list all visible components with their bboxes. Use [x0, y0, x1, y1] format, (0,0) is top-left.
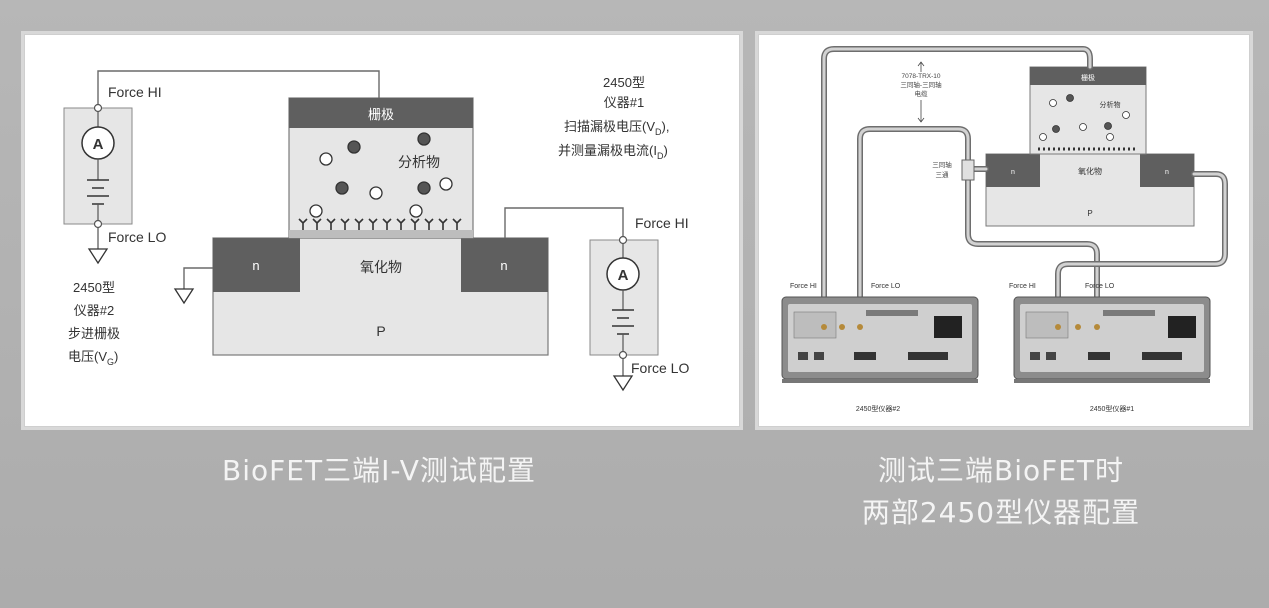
- device-p-label: P: [1087, 209, 1092, 218]
- instrument-1-source-meter: [589, 235, 659, 360]
- inst2-force-hi-label: Force HI: [790, 283, 817, 290]
- left-caption: BioFET三端I-V测试配置: [222, 454, 536, 487]
- svg-text:三通: 三通: [936, 170, 950, 179]
- two-instrument-setup-panel: P n n 氧化物 栅极 分析物 7078-TRX-10 三同轴-三同轴 电缆 …: [755, 31, 1253, 430]
- wiring: [97, 70, 624, 376]
- n-left-label: n: [252, 258, 259, 273]
- device-n-right-label: n: [1165, 169, 1169, 176]
- right-caption: 测试三端BioFET时 两部2450型仪器配置: [755, 450, 1247, 534]
- svg-text:三同轴: 三同轴: [932, 160, 952, 169]
- ground-icon: [87, 248, 634, 392]
- instrument-2-unit: [781, 296, 979, 383]
- force-lo-left-label: Force LO: [108, 229, 166, 245]
- gate-label: 栅极: [368, 107, 394, 122]
- force-hi-left-label: Force HI: [108, 84, 162, 100]
- device-analyte-label: 分析物: [1100, 100, 1121, 109]
- device-n-left-label: n: [1011, 169, 1015, 176]
- analyte-molecules: [309, 132, 453, 218]
- device-oxide-label: 氧化物: [1078, 166, 1102, 176]
- instrument-2-source-meter: [63, 103, 133, 229]
- ammeter-right-symbol: A: [618, 267, 629, 284]
- gate-electrode: [289, 98, 473, 128]
- force-lo-right-label: Force LO: [631, 360, 689, 376]
- svg-text:步进栅极: 步进栅极: [68, 326, 120, 341]
- device-n-right: [1140, 154, 1194, 187]
- inst2-name-label: 2450型仪器#2: [856, 404, 900, 413]
- svg-text:扫描漏极电压(VD),: 扫描漏极电压(VD),: [564, 119, 669, 137]
- instrument-1-unit: [1013, 296, 1211, 383]
- device-gate-label: 栅极: [1081, 73, 1095, 82]
- force-hi-right-label: Force HI: [635, 215, 689, 231]
- right-caption-line-2: 两部2450型仪器配置: [861, 496, 1141, 529]
- n-region-right: [461, 238, 548, 292]
- inst2-force-lo-label: Force LO: [871, 283, 901, 290]
- svg-text:7078-TRX-10: 7078-TRX-10: [901, 73, 940, 80]
- svg-text:2450型: 2450型: [73, 280, 115, 295]
- receptor-array: [298, 218, 462, 230]
- device-gate: [1030, 67, 1146, 85]
- triax-cables: [821, 46, 1228, 330]
- biofet-iv-diagram-panel: P n n 氧化物 栅极 分析物: [21, 31, 743, 430]
- instrument-1-annotation: 2450型 仪器#1 扫描漏极电压(VD), 并测量漏极电流(ID): [558, 75, 669, 161]
- svg-text:2450型: 2450型: [603, 75, 645, 90]
- biofet-iv-diagram: P n n 氧化物 栅极 分析物: [63, 70, 689, 392]
- svg-text:仪器#2: 仪器#2: [74, 303, 114, 318]
- analyte-label: 分析物: [398, 154, 440, 170]
- svg-text:电压(VG): 电压(VG): [68, 349, 118, 367]
- svg-text:仪器#1: 仪器#1: [604, 95, 644, 110]
- triax-tee-connector: [961, 159, 975, 181]
- svg-text:电缆: 电缆: [915, 89, 929, 98]
- n-region-left: [213, 238, 300, 292]
- right-caption-line-1: 测试三端BioFET时: [877, 454, 1125, 487]
- oxide-label: 氧化物: [360, 259, 402, 275]
- tee-annotation: 三同轴 三通: [932, 160, 952, 179]
- oxide-layer: [289, 230, 473, 238]
- cable-annotation: 7078-TRX-10 三同轴-三同轴 电缆: [900, 73, 942, 98]
- device-analyte-molecules: [1039, 94, 1130, 141]
- p-label: P: [376, 323, 385, 339]
- svg-text:三同轴-三同轴: 三同轴-三同轴: [900, 80, 942, 89]
- two-instrument-setup-diagram: P n n 氧化物 栅极 分析物 7078-TRX-10 三同轴-三同轴 电缆 …: [781, 46, 1228, 413]
- n-right-label: n: [500, 258, 507, 273]
- ammeter-left-symbol: A: [93, 136, 104, 153]
- cable-annotation-arrows: [917, 61, 925, 123]
- instrument-2-annotation: 2450型 仪器#2 步进栅极 电压(VG): [68, 280, 120, 367]
- svg-text:并测量漏极电流(ID): 并测量漏极电流(ID): [558, 143, 668, 161]
- inst1-name-label: 2450型仪器#1: [1090, 404, 1134, 413]
- inst1-force-hi-label: Force HI: [1009, 283, 1036, 290]
- inst1-force-lo-label: Force LO: [1085, 283, 1115, 290]
- device-n-left: [986, 154, 1040, 187]
